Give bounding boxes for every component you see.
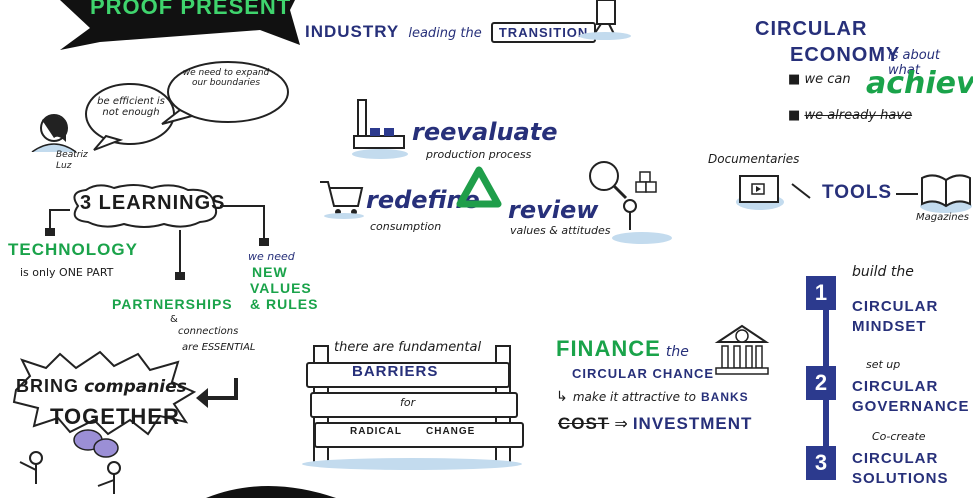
review-sub: values & attitudes bbox=[510, 224, 611, 237]
speech-bubbles bbox=[85, 61, 289, 151]
finance-make-line: ↳ make it attractive to BANKS bbox=[556, 386, 749, 405]
ce-title-2: ECONOMY bbox=[790, 44, 901, 66]
industry-mid: leading the bbox=[408, 26, 482, 41]
curl-arrow-icon: ↳ bbox=[556, 389, 568, 405]
person-running-icon bbox=[579, 0, 631, 40]
dash-line bbox=[896, 193, 918, 195]
step-1-number: 1 bbox=[806, 276, 836, 310]
ce-title-1: CIRCULAR bbox=[755, 18, 868, 40]
bullet-icon: ■ bbox=[788, 72, 801, 87]
learnings-cloud bbox=[73, 184, 218, 228]
step-3-number: 3 bbox=[806, 446, 836, 480]
finance-word: FINANCE bbox=[556, 336, 661, 361]
step-1-verb: build the bbox=[852, 264, 914, 280]
ce-achieve: achieve bbox=[866, 66, 973, 101]
ce-bullet-2: ■ we already have bbox=[788, 108, 912, 123]
bank-icon bbox=[714, 324, 770, 375]
book-icon bbox=[920, 174, 972, 213]
industry-word: INDUSTRY bbox=[305, 22, 400, 41]
tv-icon bbox=[736, 175, 784, 210]
technology-sub: is only ONE PART bbox=[20, 266, 114, 279]
people-chat-icon bbox=[19, 429, 121, 494]
review-title: review bbox=[508, 196, 599, 224]
starburst-shape bbox=[12, 350, 197, 436]
return-arrow-icon bbox=[196, 378, 238, 408]
step-2-line2: GOVERNANCE bbox=[852, 398, 970, 415]
factory-icon bbox=[352, 99, 408, 159]
companies-word: companies bbox=[84, 377, 187, 397]
cost-word: COST bbox=[558, 414, 610, 433]
bullet-icon: ■ bbox=[788, 108, 801, 123]
tools-label: TOOLS bbox=[822, 182, 893, 203]
ce-already-have: we already have bbox=[804, 108, 913, 123]
step-2-verb: set up bbox=[866, 358, 901, 371]
new-values-2: VALUES bbox=[250, 280, 312, 296]
transition-word: TRANSITION bbox=[490, 22, 597, 43]
reevaluate-title: reevaluate bbox=[412, 118, 558, 146]
triangle-icon bbox=[456, 166, 502, 208]
shopping-cart-icon bbox=[320, 181, 364, 219]
barriers-word: BARRIERS bbox=[352, 363, 439, 380]
new-values-3: & RULES bbox=[250, 296, 319, 312]
bubble-2-text: we need to expand our boundaries bbox=[182, 68, 270, 88]
step-2-number: 2 bbox=[806, 366, 836, 400]
together-word: TOGETHER bbox=[50, 404, 180, 429]
banks-word: BANKS bbox=[701, 390, 749, 404]
bottom-banner-shape bbox=[206, 486, 336, 498]
partnerships-essential: are ESSENTIAL bbox=[182, 342, 256, 353]
technology-label: TECHNOLOGY bbox=[8, 240, 138, 259]
investment-word: INVESTMENT bbox=[632, 414, 753, 433]
banner-shape bbox=[60, 0, 300, 50]
we-need-label: we need bbox=[248, 250, 295, 263]
partnerships-connections: connections bbox=[178, 326, 239, 337]
step-1-line2: MINDSET bbox=[852, 318, 927, 335]
magazines-label: Magazines bbox=[916, 212, 969, 223]
new-values-1: NEW bbox=[252, 264, 288, 280]
step-1-line1: CIRCULAR bbox=[852, 298, 939, 315]
fence-plank-1 bbox=[306, 362, 510, 388]
learnings-tree bbox=[45, 205, 269, 280]
redefine-sub: consumption bbox=[370, 220, 442, 233]
partnerships-amp: & bbox=[170, 314, 178, 325]
step-3-line1: CIRCULAR bbox=[852, 450, 939, 467]
speaker-avatar-icon bbox=[31, 114, 77, 152]
fence-plank-2 bbox=[310, 392, 518, 418]
reevaluate-sub: production process bbox=[426, 148, 532, 161]
finance-cost-line: COST ⇒ INVESTMENT bbox=[558, 414, 752, 434]
learnings-title: 3 LEARNINGS bbox=[80, 192, 226, 214]
step-3-line2: SOLUTIONS bbox=[852, 470, 949, 487]
finance-heading: FINANCE the bbox=[556, 336, 689, 362]
arrow-right-icon: ⇒ bbox=[614, 414, 628, 433]
speaker-name: Beatriz Luz bbox=[56, 150, 88, 171]
ce-about: is about what bbox=[888, 48, 941, 78]
bubble-1-text: be efficient is not enough bbox=[97, 96, 165, 118]
step-3-verb: Co-create bbox=[872, 430, 926, 443]
documentaries-label: Documentaries bbox=[708, 152, 800, 166]
top-banner: PROOF PRESENT bbox=[60, 0, 300, 50]
magnifier-person-icon bbox=[589, 161, 672, 244]
change-word: CHANGE bbox=[426, 426, 476, 437]
barriers-for: for bbox=[400, 396, 416, 409]
industry-heading: INDUSTRY leading the TRANSITION bbox=[305, 22, 605, 52]
bring-line-1: BRING companies bbox=[16, 376, 187, 397]
bring-word: BRING bbox=[16, 376, 79, 396]
ce-we-can: we can bbox=[804, 72, 851, 87]
ce-bullet-1: ■ we can bbox=[788, 72, 851, 87]
connector-line bbox=[791, 183, 811, 199]
banner-text: PROOF PRESENT bbox=[90, 0, 292, 19]
make-it-text: make it attractive to bbox=[572, 390, 696, 404]
partnerships-label: PARTNERSHIPS bbox=[112, 296, 233, 312]
finance-the: the bbox=[665, 344, 689, 360]
step-2-line1: CIRCULAR bbox=[852, 378, 939, 395]
circular-chance: CIRCULAR CHANCE bbox=[572, 366, 715, 381]
radical-word: RADICAL bbox=[350, 426, 402, 437]
barriers-header: there are fundamental bbox=[334, 340, 482, 355]
fence-plank-3 bbox=[314, 422, 524, 448]
